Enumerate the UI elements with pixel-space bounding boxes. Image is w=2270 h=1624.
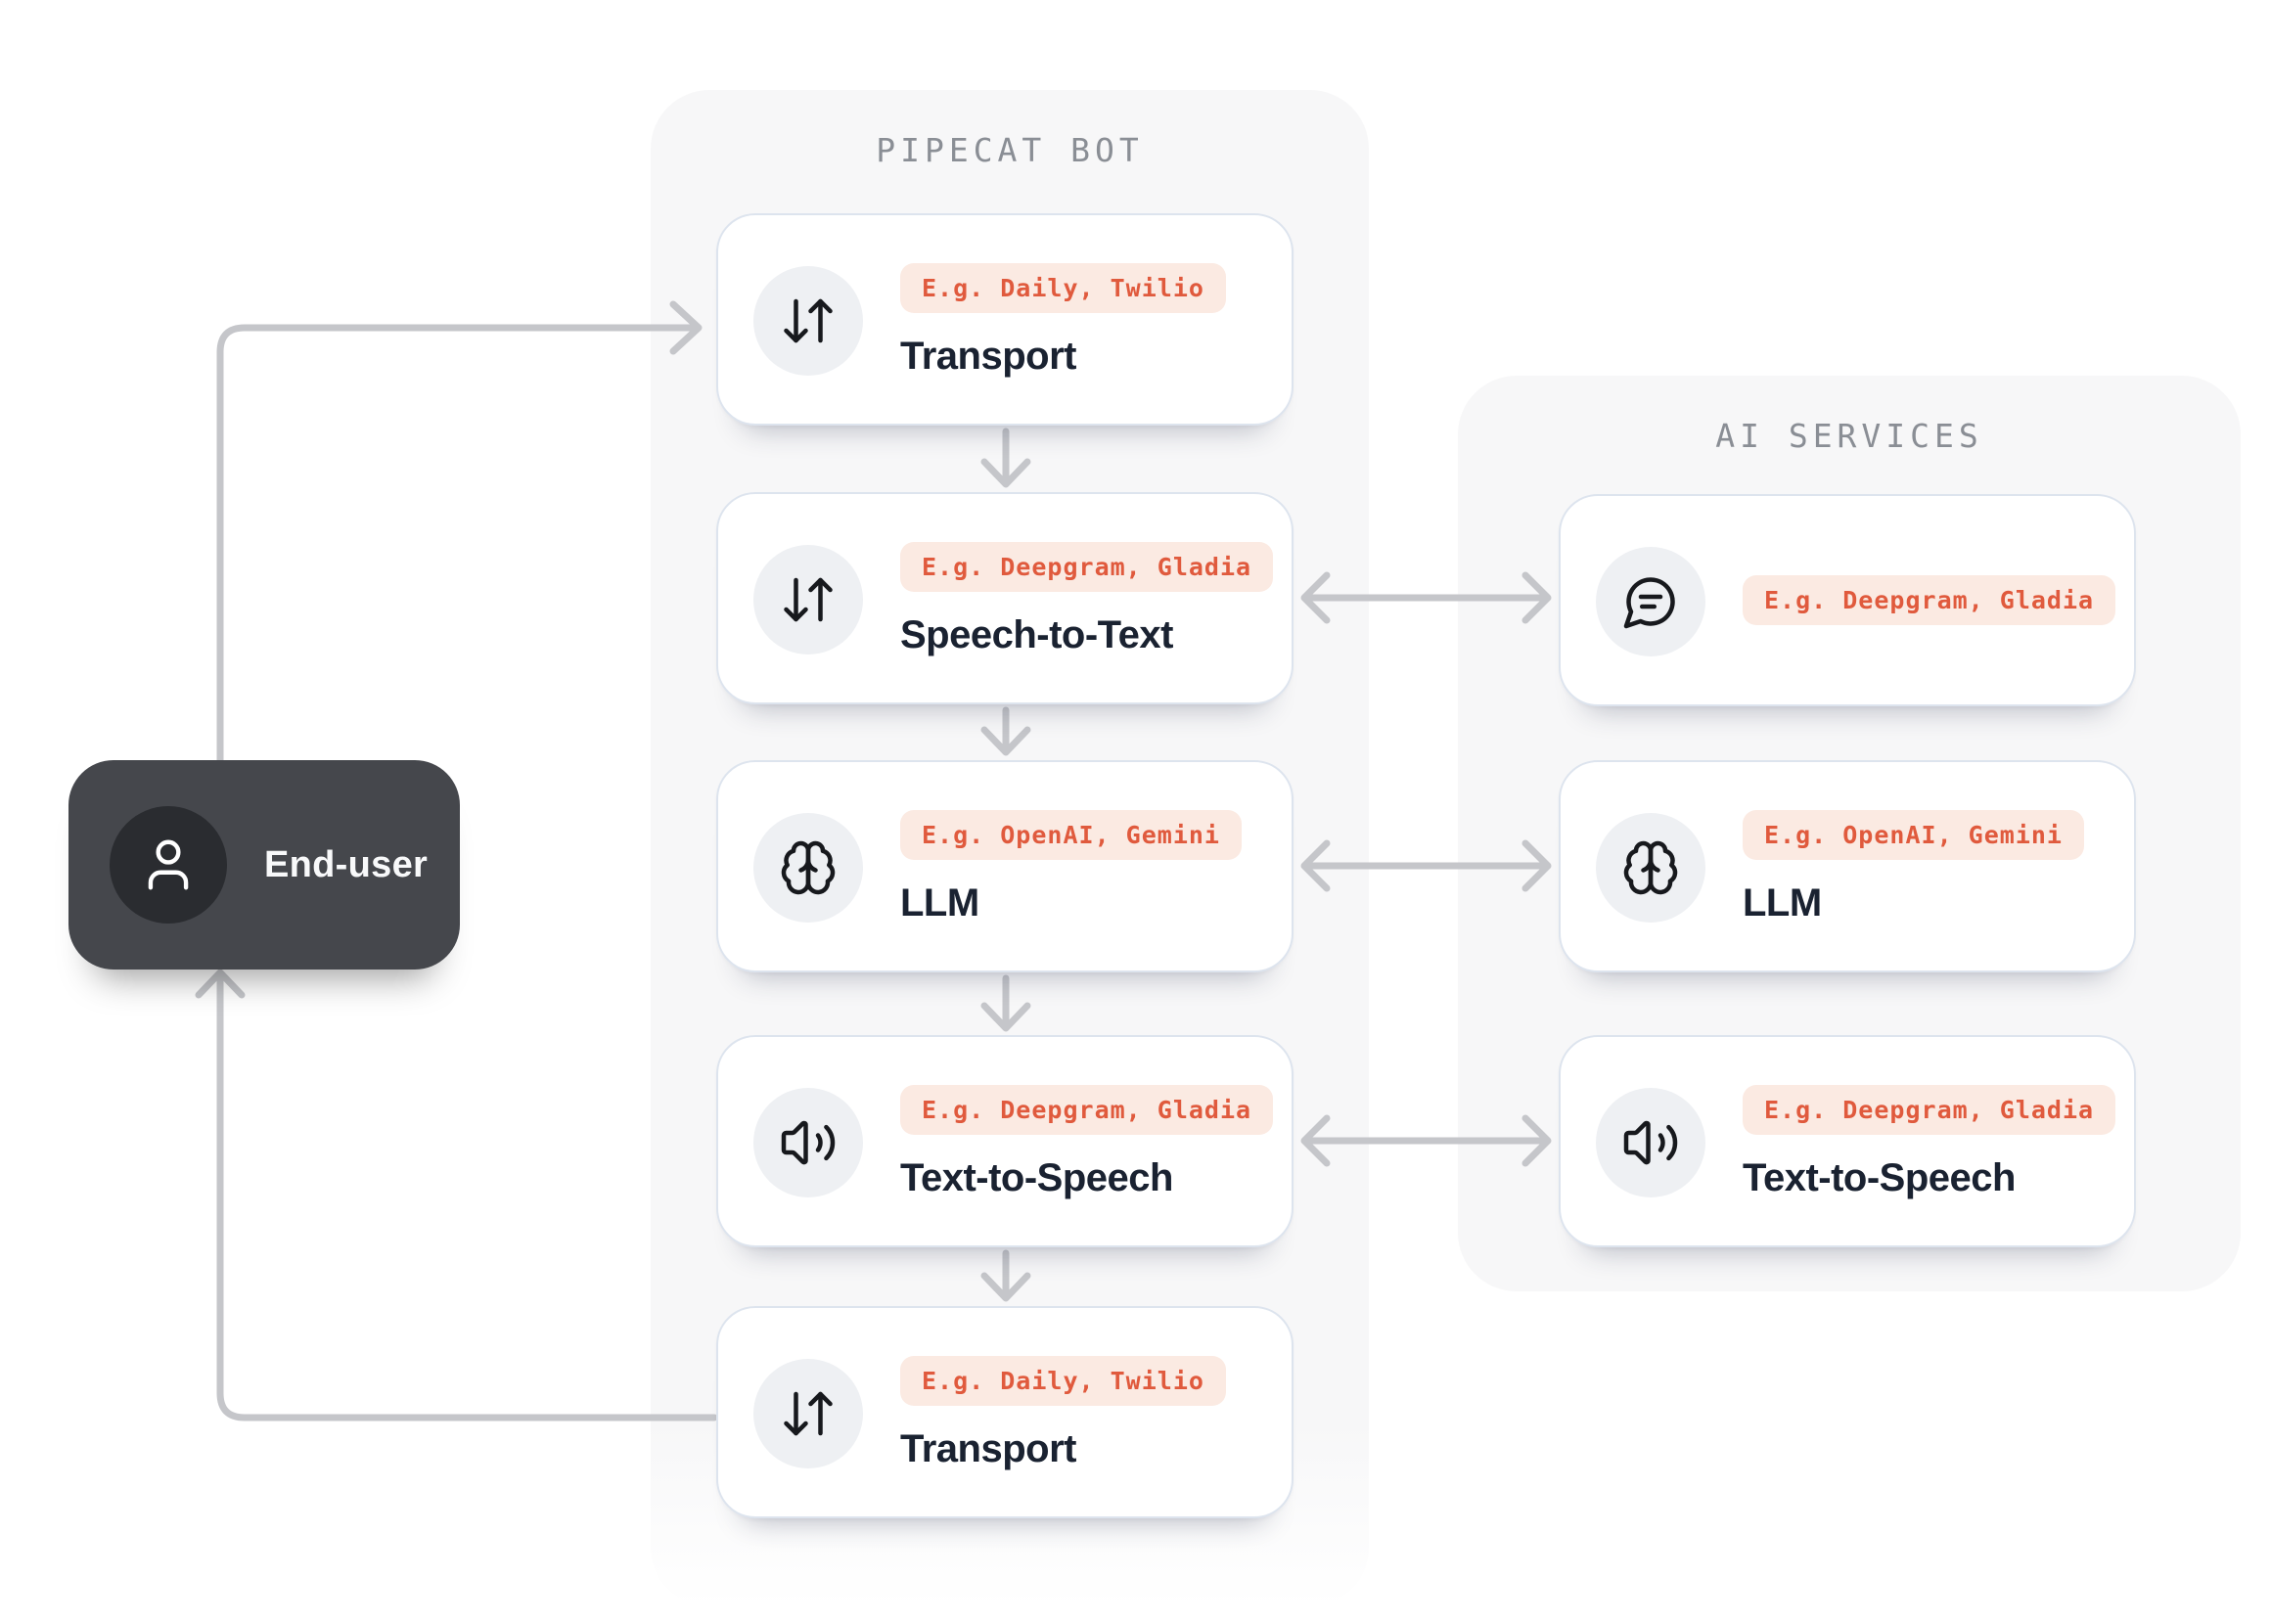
card-title: Text-to-Speech	[1743, 1156, 2016, 1200]
card-content: E.g. Daily, Twilio Transport	[900, 1308, 1226, 1516]
brain-icon	[1596, 813, 1705, 923]
card-title: Text-to-Speech	[900, 1156, 1173, 1200]
arrows-up-down-icon	[753, 266, 863, 376]
speaker-icon	[1596, 1088, 1705, 1197]
speaker-icon	[753, 1088, 863, 1197]
end-user-label: End-user	[264, 843, 429, 885]
arrow-transport-to-enduser	[195, 969, 718, 1421]
providers-badge: E.g. Daily, Twilio	[900, 1355, 1226, 1407]
card-title: LLM	[900, 881, 979, 925]
brain-icon	[753, 813, 863, 923]
providers-badge: E.g. Daily, Twilio	[900, 262, 1226, 314]
speech-bubble-icon	[1596, 547, 1705, 656]
card-content: E.g. Deepgram, Gladia	[1743, 496, 2116, 704]
arrows-up-down-icon	[753, 1359, 863, 1468]
card-tts-service: E.g. Deepgram, Gladia Text-to-Speech	[1559, 1035, 2136, 1247]
card-llm: E.g. OpenAI, Gemini LLM	[716, 760, 1294, 972]
card-title: Speech-to-Text	[900, 613, 1173, 657]
card-content: E.g. Deepgram, Gladia Text-to-Speech	[1743, 1037, 2116, 1245]
card-transport-in: E.g. Daily, Twilio Transport	[716, 213, 1294, 426]
card-stt-service: E.g. Deepgram, Gladia	[1559, 494, 2136, 706]
providers-badge: E.g. OpenAI, Gemini	[1743, 809, 2084, 861]
card-text-to-speech: E.g. Deepgram, Gladia Text-to-Speech	[716, 1035, 1294, 1247]
pipecat-panel-title: PIPECAT BOT	[876, 131, 1144, 169]
card-title: LLM	[1743, 881, 1822, 925]
providers-badge: E.g. Deepgram, Gladia	[1743, 1084, 2116, 1136]
card-speech-to-text: E.g. Deepgram, Gladia Speech-to-Text	[716, 492, 1294, 704]
providers-badge: E.g. Deepgram, Gladia	[900, 541, 1274, 593]
card-content: E.g. Daily, Twilio Transport	[900, 215, 1226, 424]
ai-panel-title: AI SERVICES	[1715, 417, 1983, 455]
card-transport-out: E.g. Daily, Twilio Transport	[716, 1306, 1294, 1518]
user-icon	[110, 806, 227, 924]
card-title: Transport	[900, 1427, 1076, 1471]
arrow-enduser-to-transport	[216, 300, 703, 764]
providers-badge: E.g. Deepgram, Gladia	[1743, 574, 2116, 626]
arrows-up-down-icon	[753, 545, 863, 654]
card-content: E.g. OpenAI, Gemini LLM	[900, 762, 1242, 970]
card-content: E.g. Deepgram, Gladia Text-to-Speech	[900, 1037, 1274, 1245]
card-content: E.g. Deepgram, Gladia Speech-to-Text	[900, 494, 1274, 702]
providers-badge: E.g. OpenAI, Gemini	[900, 809, 1242, 861]
card-content: E.g. OpenAI, Gemini LLM	[1743, 762, 2084, 970]
end-user-node: End-user	[68, 760, 460, 970]
card-llm-service: E.g. OpenAI, Gemini LLM	[1559, 760, 2136, 972]
providers-badge: E.g. Deepgram, Gladia	[900, 1084, 1274, 1136]
card-title: Transport	[900, 335, 1076, 379]
